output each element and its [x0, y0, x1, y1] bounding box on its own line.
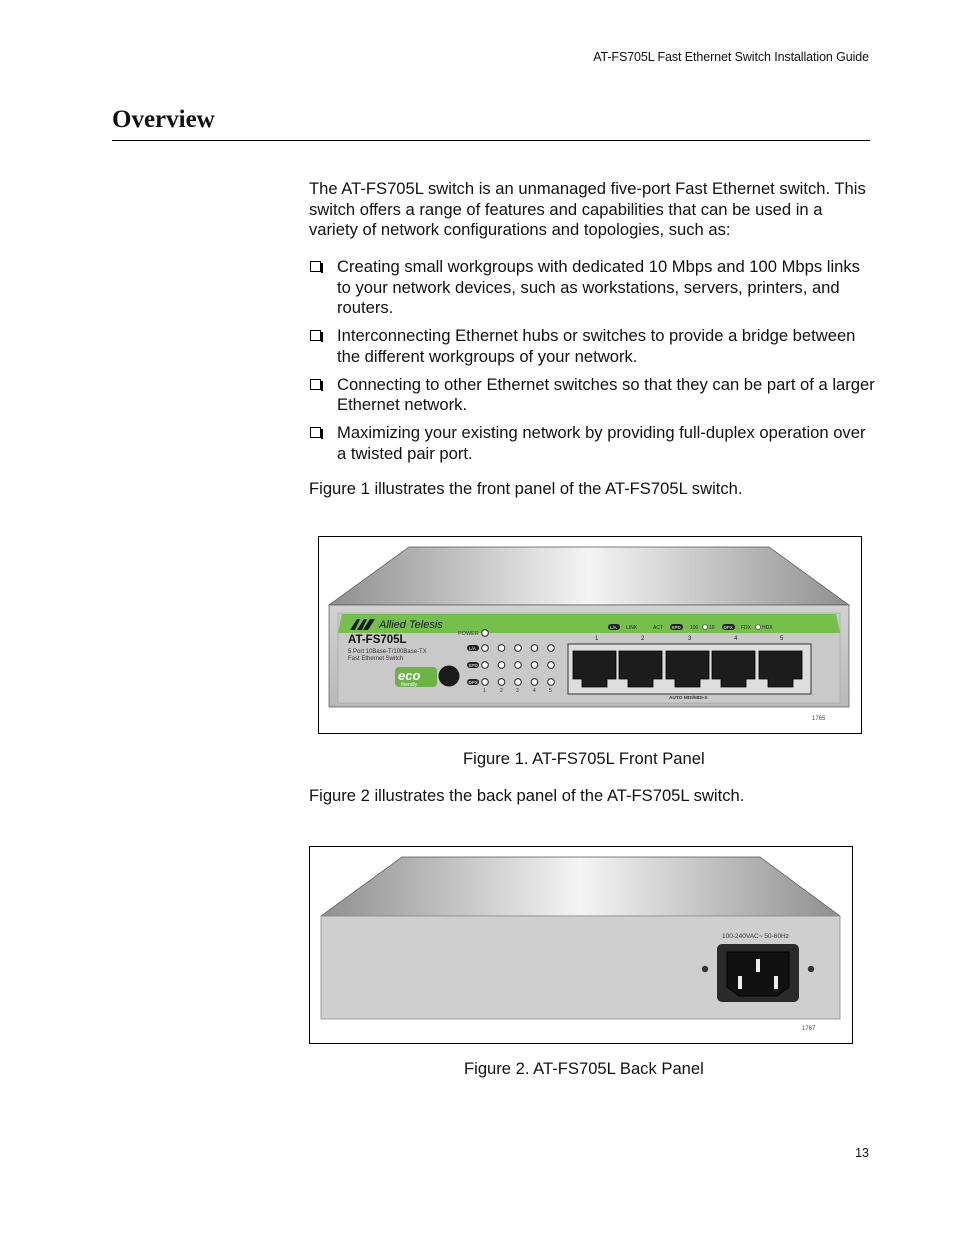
legend-fdx: FDX [741, 625, 752, 631]
port-number: 1 [595, 636, 599, 642]
led-column-numbers: 1 2 3 4 5 [483, 688, 552, 694]
port-led [497, 678, 506, 686]
back-panel-illustration: 100-240VAC~ 50-60Hz 1767 [319, 856, 842, 1032]
port-led-grid [481, 644, 555, 686]
ac-power-inlet-icon[interactable] [717, 944, 799, 1002]
page-number: 13 [855, 1146, 869, 1160]
checkbox-bullet-icon [310, 330, 323, 342]
port-led [514, 678, 522, 686]
eco-badge [395, 667, 437, 687]
intro-paragraph: The AT-FS705L switch is an unmanaged fiv… [309, 179, 866, 239]
port-led [530, 644, 539, 652]
title-rule [112, 140, 870, 141]
port-number: 3 [688, 636, 692, 642]
mounting-screw [807, 965, 815, 973]
model-name: AT-FS705L [348, 634, 407, 646]
port-led [481, 661, 489, 669]
legend-dpx-badge: DPX [724, 625, 733, 630]
led-column-number: 4 [533, 688, 536, 694]
mounting-screw [701, 965, 709, 973]
eco-label: eco [398, 668, 420, 683]
legend-spd-badge: SPD [672, 625, 682, 630]
rj45-ports [572, 650, 803, 688]
port-led [481, 644, 489, 652]
led-legend: L/A LINK ACT SPD 100 10 DPX FDX HDX [608, 624, 773, 631]
led-column-number: 3 [516, 688, 519, 694]
led-row-label-spd: SPD [469, 663, 479, 668]
port-led [497, 661, 506, 669]
figure1-caption: Figure 1. AT-FS705L Front Panel [463, 749, 705, 768]
chassis-top [319, 856, 842, 917]
led-row-label-la: L/A [469, 646, 476, 651]
eco-button[interactable] [438, 665, 460, 687]
port-led [481, 678, 489, 686]
list-item: Maximizing your existing network by prov… [309, 423, 875, 464]
rj45-port[interactable] [758, 650, 803, 688]
rj45-port[interactable] [711, 650, 756, 688]
figure-id: 1765 [812, 716, 826, 722]
legend-link: LINK [626, 625, 638, 631]
power-rating-label: 100-240VAC~ 50-60Hz [722, 933, 789, 940]
rj45-port[interactable] [665, 650, 710, 688]
list-item: Connecting to other Ethernet switches so… [309, 375, 875, 416]
figure2-caption: Figure 2. AT-FS705L Back Panel [464, 1059, 704, 1078]
checkbox-bullet-icon [310, 378, 323, 391]
led-row-label-dpx: DPX [469, 680, 478, 685]
list-item: Interconnecting Ethernet hubs or switche… [309, 326, 875, 367]
rj45-port[interactable] [572, 650, 617, 688]
list-item-text: Maximizing your existing network by prov… [337, 423, 866, 463]
checkbox-bullet-icon [310, 261, 323, 273]
figure2-intro: Figure 2 illustrates the back panel of t… [309, 786, 745, 805]
port-number: 2 [641, 636, 645, 642]
model-description-2: Fast Ethernet Switch [348, 656, 403, 662]
figure1-intro: Figure 1 illustrates the front panel of … [309, 479, 743, 498]
allied-telesis-logo-icon [350, 619, 375, 630]
list-item-text: Creating small workgroups with dedicated… [337, 257, 860, 317]
legend-10: 10 [709, 625, 715, 631]
port-led [547, 661, 555, 669]
model-description-1: 5 Port 10Base-T/100Base-TX [348, 649, 427, 655]
power-led [481, 629, 489, 637]
legend-100: 100 [690, 625, 699, 631]
led-column-number: 5 [549, 688, 552, 694]
legend-la-badge: L/A [610, 625, 617, 630]
list-item-text: Interconnecting Ethernet hubs or switche… [337, 326, 856, 366]
figure2-frame: 100-240VAC~ 50-60Hz 1767 [309, 846, 853, 1044]
port-led [514, 661, 522, 669]
led-column-number: 1 [483, 688, 486, 694]
led-column-number: 2 [500, 688, 503, 694]
led-row-labels: L/A SPD DPX [467, 645, 479, 685]
port-number: 4 [734, 636, 738, 642]
port-numbers: 1 2 3 4 5 [595, 636, 784, 642]
auto-mdi-label: AUTO MDI/MDI-X [669, 695, 708, 701]
checkbox-bullet-icon [310, 427, 323, 439]
running-header: AT-FS705L Fast Ethernet Switch Installat… [593, 50, 869, 64]
port-led [530, 661, 539, 669]
power-label: POWER [458, 631, 479, 637]
section-title: Overview [112, 106, 215, 133]
list-item: Creating small workgroups with dedicated… [309, 257, 875, 319]
green-brand-band [338, 614, 840, 633]
port-led [547, 678, 555, 686]
list-item-text: Connecting to other Ethernet switches so… [337, 374, 875, 415]
port-led [514, 644, 522, 652]
legend-hdx: HDX [762, 625, 773, 631]
figure-id: 1767 [802, 1026, 816, 1032]
brand-name: Allied Telesis [378, 619, 443, 631]
port-led [530, 678, 539, 686]
port-led [547, 644, 555, 652]
port-number: 5 [780, 636, 784, 642]
feature-list: Creating small workgroups with dedicated… [309, 257, 875, 472]
figure1-frame: Allied Telesis AT-FS705L 5 Port 10Base-T… [318, 536, 862, 734]
legend-act: ACT [653, 625, 663, 631]
front-panel-illustration: Allied Telesis AT-FS705L 5 Port 10Base-T… [327, 546, 851, 722]
chassis-top [327, 546, 851, 606]
eco-sublabel: friendly [401, 682, 418, 688]
rj45-port[interactable] [618, 650, 663, 688]
port-led [497, 644, 506, 652]
